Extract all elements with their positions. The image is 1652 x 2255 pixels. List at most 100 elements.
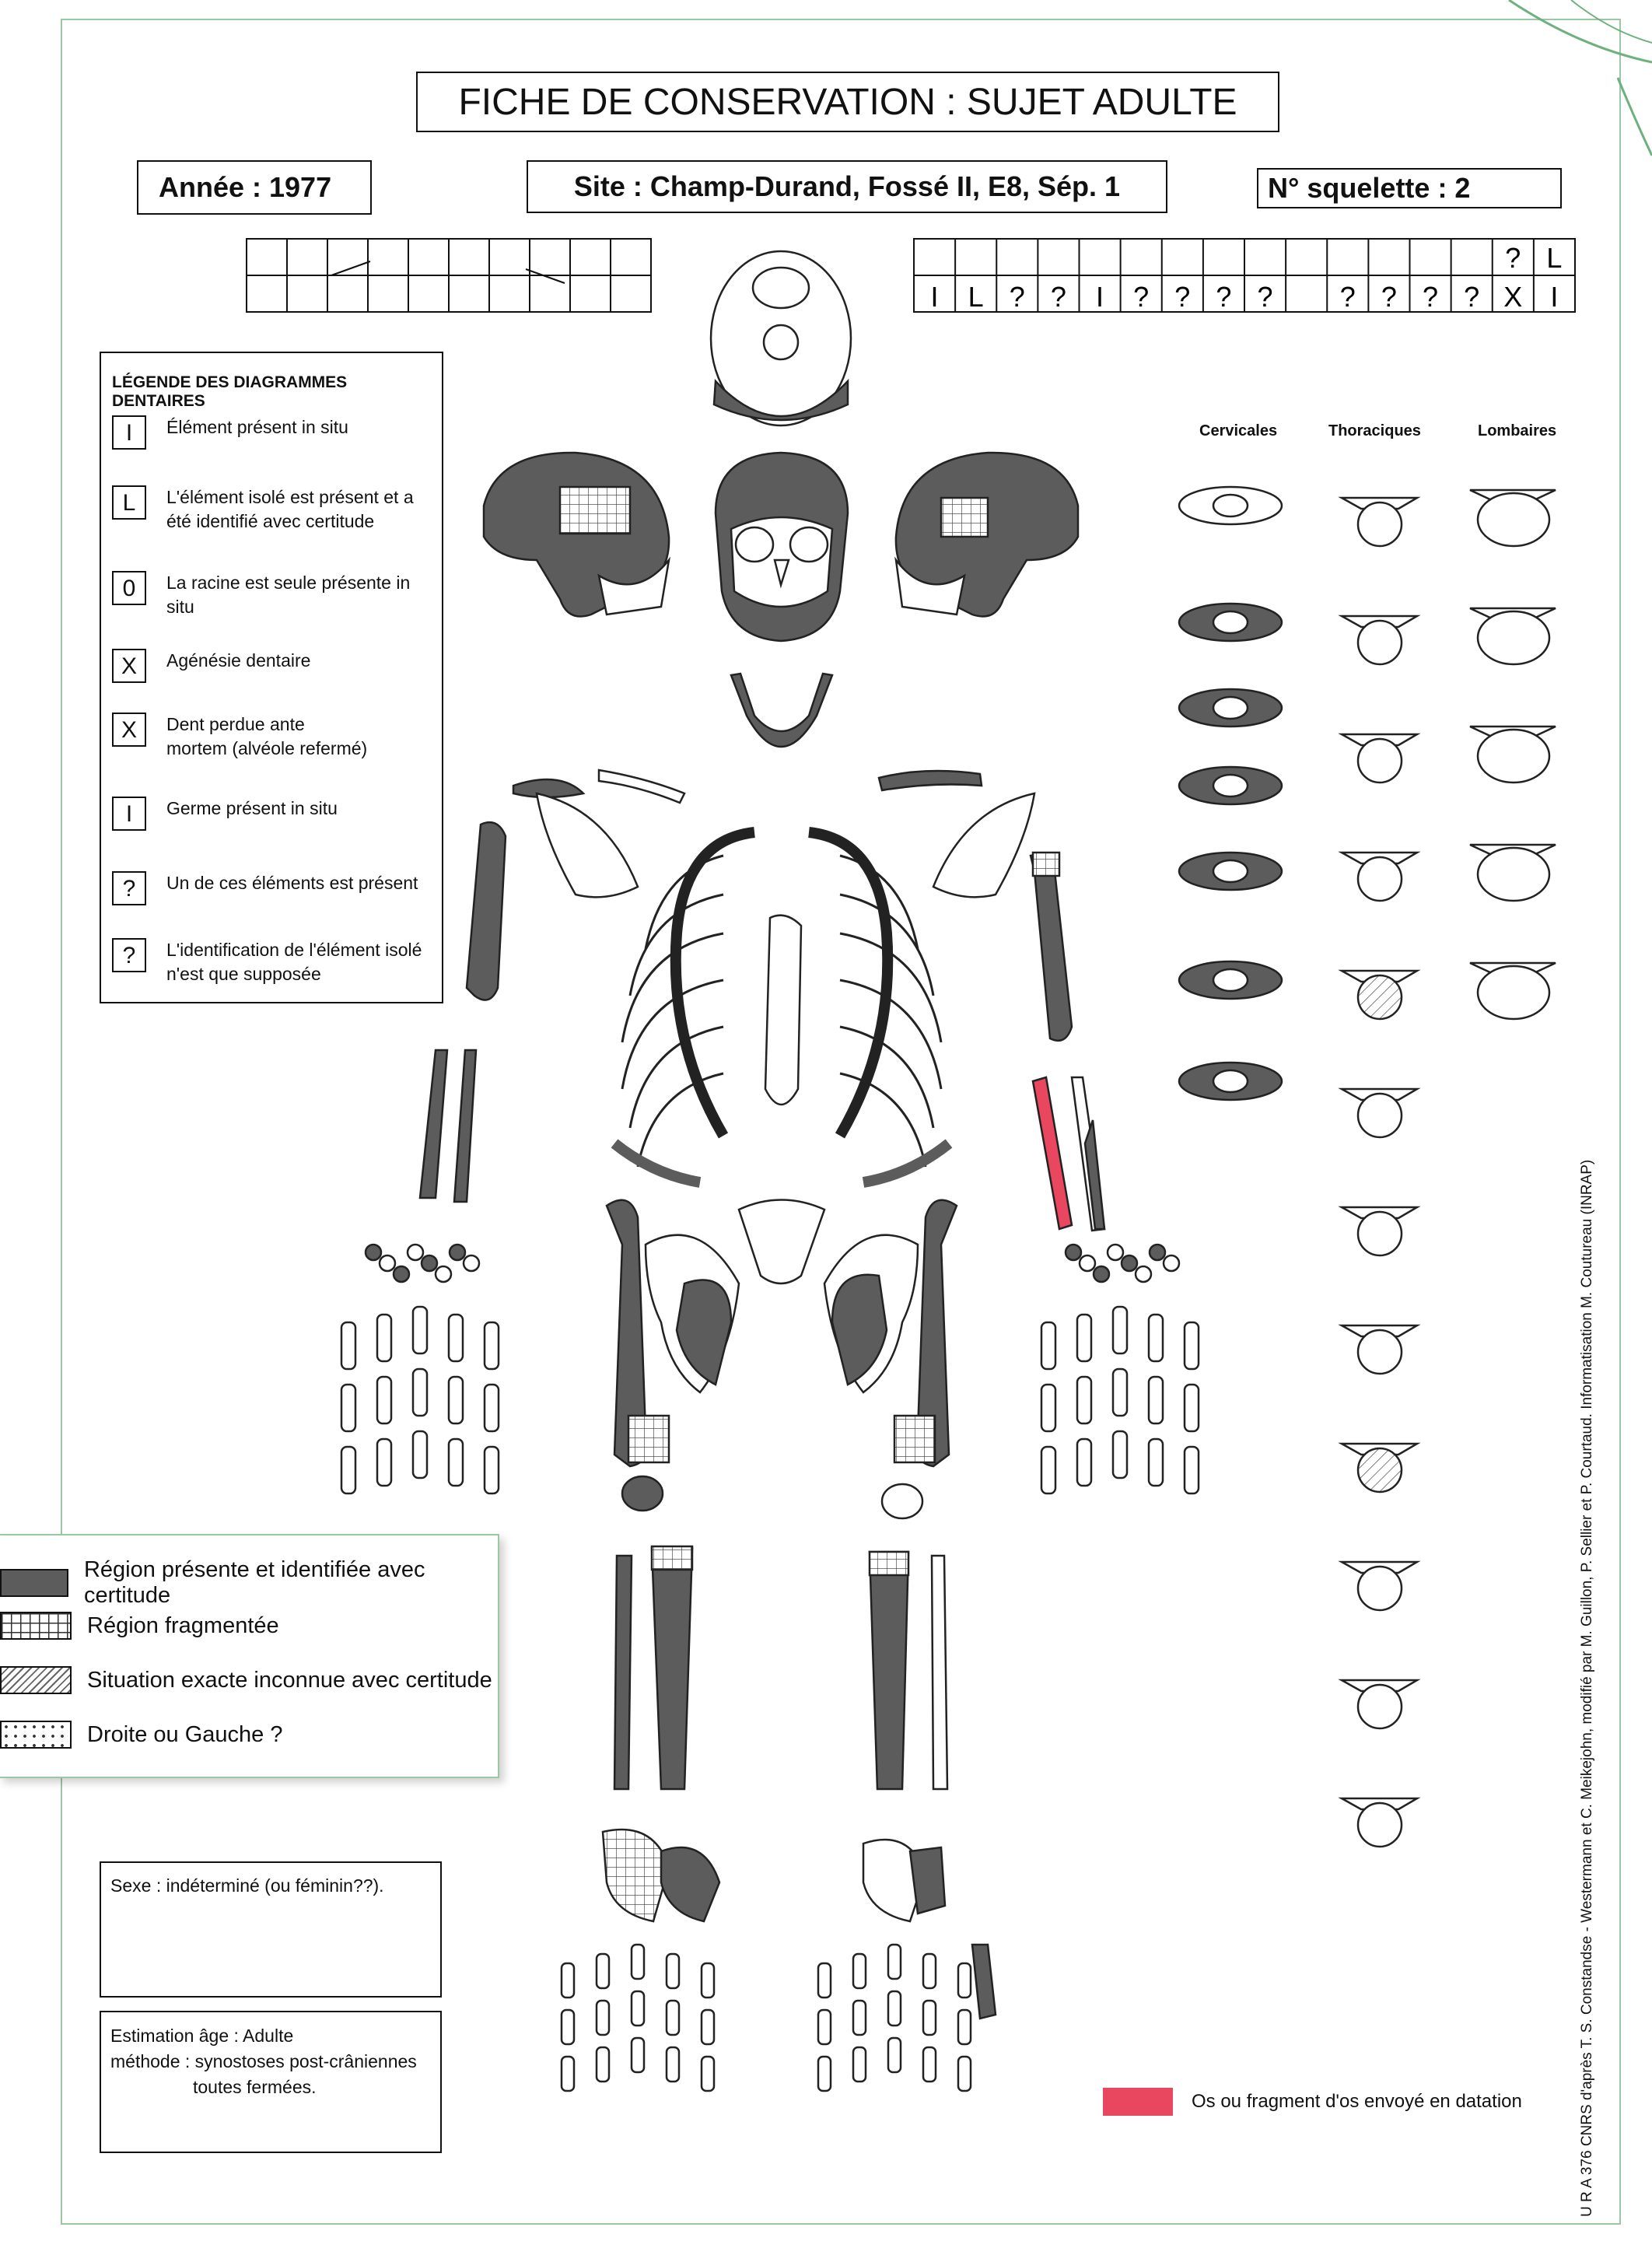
toe-phalanx: [595, 1999, 611, 2036]
legend-text: L'élément isolé est présent et a été ide…: [166, 487, 414, 531]
lumbar-vertebra: [1469, 843, 1556, 902]
toe-phalanx: [630, 1943, 646, 1980]
mandible: [730, 672, 834, 748]
carpal: [406, 1243, 425, 1262]
phalanx: [483, 1383, 500, 1433]
phalanx: [1183, 1383, 1200, 1433]
phalanx: [1111, 1367, 1129, 1417]
legend-text: Agénésie dentaire: [166, 650, 311, 671]
tooth-bottom-mark: ?: [1010, 281, 1025, 313]
skull-right-view: [894, 451, 1080, 618]
tooth-bottom-mark: ?: [1133, 281, 1149, 313]
skull-front-view: [714, 451, 849, 643]
age-method: méthode : synostoses post-crâniennes: [110, 2051, 417, 2071]
phalanx: [1147, 1375, 1164, 1425]
tooth-bottom-mark: ?: [1381, 281, 1397, 313]
cervical-vertebra: [1178, 1061, 1283, 1101]
toe-phalanx: [887, 1990, 902, 2027]
phalanx: [340, 1383, 357, 1433]
phalanx: [411, 1430, 429, 1479]
humerus-left: [1029, 853, 1073, 1042]
region-label: Région présente et identifiée avec certi…: [83, 1557, 425, 1608]
toe-phalanx: [922, 1952, 937, 1990]
legend-text: Un de ces éléments est présent: [166, 873, 418, 893]
humerus-right: [465, 821, 507, 1001]
toe-phalanx: [922, 1999, 937, 2036]
cervical-vertebra: [1178, 765, 1283, 806]
phalanx: [1183, 1445, 1200, 1495]
lumbar-vertebra: [1469, 961, 1556, 1021]
carpal: [448, 1243, 467, 1262]
carpal: [1134, 1265, 1153, 1283]
toe-phalanx: [852, 1952, 867, 1990]
tooth-bottom-mark: I: [1550, 281, 1558, 313]
region-label: Région fragmentée: [87, 1612, 279, 1638]
toe-phalanx: [957, 1962, 972, 1999]
thoracic-label: Thoraciques: [1328, 422, 1421, 439]
toe-phalanx: [957, 2008, 972, 2046]
toe-phalanx: [665, 1999, 681, 2036]
tooth-top-mark: ?: [1505, 242, 1521, 274]
solid-swatch: [0, 1569, 68, 1597]
phalanx: [483, 1445, 500, 1495]
legend-item: L L'élément isolé est présent et a été i…: [112, 485, 431, 534]
legend-item: I Germe présent in situ: [112, 797, 338, 831]
sacrum: [737, 1199, 826, 1285]
toe-phalanx: [560, 2008, 576, 2046]
phalanx: [1147, 1437, 1164, 1487]
region-label: Droite ou Gauche ?: [87, 1721, 283, 1747]
region-legend-item: Droite ou Gauche ?: [0, 1721, 282, 1749]
thoracic-vertebra: [1338, 1560, 1421, 1612]
carpal: [1162, 1254, 1181, 1273]
region-legend-item: Région fragmentée: [0, 1612, 279, 1640]
carpal: [462, 1254, 481, 1273]
legend-item: X Agénésie dentaire: [112, 649, 310, 683]
dating-legend: Os ou fragment d'os envoyé en datation: [1103, 2088, 1522, 2116]
legend-text: Élément présent in situ: [166, 417, 348, 437]
toe-phalanx: [630, 1990, 646, 2027]
age-line: Estimation âge : Adulte: [110, 2026, 294, 2046]
dots-swatch: [0, 1721, 72, 1749]
hatch-swatch: [0, 1666, 72, 1694]
legend-symbol: L: [112, 485, 146, 520]
thoracic-vertebra: [1338, 1324, 1421, 1375]
thoracic-vertebra: [1338, 733, 1421, 784]
age-method-cont: toutes fermées.: [193, 2077, 317, 2097]
carpal: [1064, 1243, 1083, 1262]
dated-swatch: [1103, 2088, 1173, 2116]
phalanx: [447, 1375, 464, 1425]
cervical-vertebra: [1178, 960, 1283, 1000]
legend-symbol: I: [112, 797, 146, 831]
tibia-left: [868, 1550, 910, 1791]
tooth-bottom-mark: X: [1503, 281, 1522, 313]
legend-item: X Dent perdue ante mortem (alvéole refer…: [112, 713, 369, 761]
carpal: [434, 1265, 453, 1283]
phalanx: [1076, 1375, 1093, 1425]
legend-item: ? L'identification de l'élément isolé n'…: [112, 938, 431, 986]
toe-phalanx: [700, 1962, 716, 1999]
page-title: FICHE DE CONSERVATION : SUJET ADULTE: [416, 72, 1279, 132]
legend-symbol: 0: [112, 571, 146, 605]
legend-symbol: X: [112, 649, 146, 683]
tooth-bottom-mark: ?: [1423, 281, 1438, 313]
cervical-vertebra: [1178, 851, 1283, 891]
toe-phalanx: [595, 2046, 611, 2083]
patella-right: [621, 1475, 664, 1512]
thoracic-vertebra: [1338, 1206, 1421, 1257]
phalanx: [447, 1437, 464, 1487]
phalanx: [1111, 1305, 1129, 1355]
region-legend: Région présente et identifiée avec certi…: [0, 1534, 499, 1778]
tibia-right: [650, 1546, 694, 1791]
cervical-vertebra: [1178, 485, 1283, 526]
carpal: [364, 1243, 383, 1262]
legend-text: Dent perdue ante mortem (alvéole refermé…: [166, 714, 368, 758]
lumbar-vertebra: [1469, 607, 1556, 666]
phalanx: [447, 1313, 464, 1363]
legend-symbol: I: [112, 415, 146, 450]
phalanx: [1111, 1430, 1129, 1479]
year-field: Année : 1977: [137, 160, 372, 215]
legend-text: La racine est seule présente in situ: [166, 573, 411, 617]
tooth-bottom-mark: ?: [1258, 281, 1273, 313]
tooth-bottom-mark: ?: [1216, 281, 1231, 313]
tooth-bottom-mark: ?: [1464, 281, 1479, 313]
